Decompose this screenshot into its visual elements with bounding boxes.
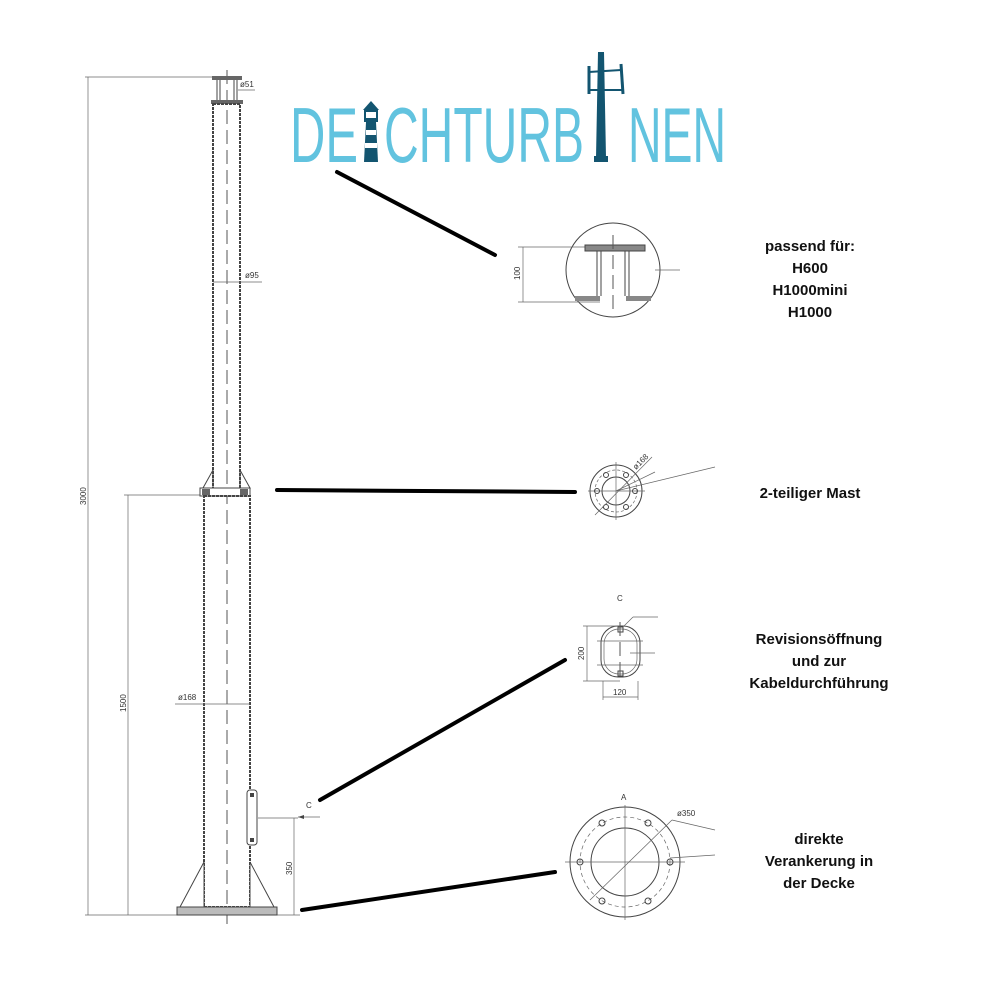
note-line: und zur: [791, 653, 847, 670]
pointer-top: [335, 170, 497, 257]
logo-text-part: DE: [290, 91, 358, 179]
note-line: direkte: [794, 831, 844, 848]
dim-base-height: 350: [285, 861, 294, 875]
logo: DE CHTURB NEN: [290, 52, 726, 179]
dim-lower-dia: ø168: [178, 693, 197, 702]
logo-text-part: CHTURB: [384, 91, 584, 179]
note-line: H1000mini: [772, 282, 848, 299]
note-line: Verankerung in: [764, 853, 874, 870]
base-section-label: A: [621, 793, 627, 802]
pointer-joint: [275, 488, 577, 494]
detail-joint-flange: ø168: [588, 452, 716, 520]
lighthouse-icon: [363, 101, 379, 162]
note-compatibility: passend für: H600 H1000mini H1000: [700, 236, 920, 324]
logo-text-part: NEN: [628, 91, 726, 179]
dim-base-dia: ø350: [677, 809, 696, 818]
note-revision-opening: Revisionsöffnung und zur Kabeldurchführu…: [709, 629, 929, 695]
note-line: Revisionsöffnung: [755, 631, 883, 648]
note-line: H1000: [787, 304, 833, 321]
dim-total-height: 3000: [79, 487, 88, 505]
mast-elevation: 3000 1500 350 ø51 ø95 ø168 C: [79, 70, 320, 928]
dim-lower-height: 1500: [119, 694, 128, 712]
detail-door-opening: C 200 120: [577, 594, 658, 700]
dim-door-height: 200: [577, 646, 586, 660]
note-line: passend für:: [764, 238, 855, 255]
section-c-marker: C: [306, 801, 312, 810]
note-line: H600: [792, 260, 828, 277]
door-section-label: C: [617, 594, 623, 603]
note-line: 2-teiliger Mast: [759, 485, 861, 502]
note-line: der Decke: [783, 875, 855, 892]
dim-door-width: 120: [613, 688, 627, 697]
detail-top-flange: 100: [513, 222, 680, 318]
note-two-part-mast: 2-teiliger Mast: [700, 483, 920, 505]
pointer-door: [318, 658, 567, 802]
note-line: Kabeldurchführung: [749, 675, 889, 692]
dim-upper-dia: ø95: [245, 271, 259, 280]
note-anchoring: direkte Verankerung in der Decke: [709, 829, 929, 895]
dim-top-height: 100: [513, 266, 522, 280]
detail-base-plate: A ø350: [565, 793, 716, 920]
pointer-base: [300, 870, 557, 912]
wind-turbine-icon: [587, 52, 625, 162]
dim-top-dia: ø51: [240, 80, 254, 89]
